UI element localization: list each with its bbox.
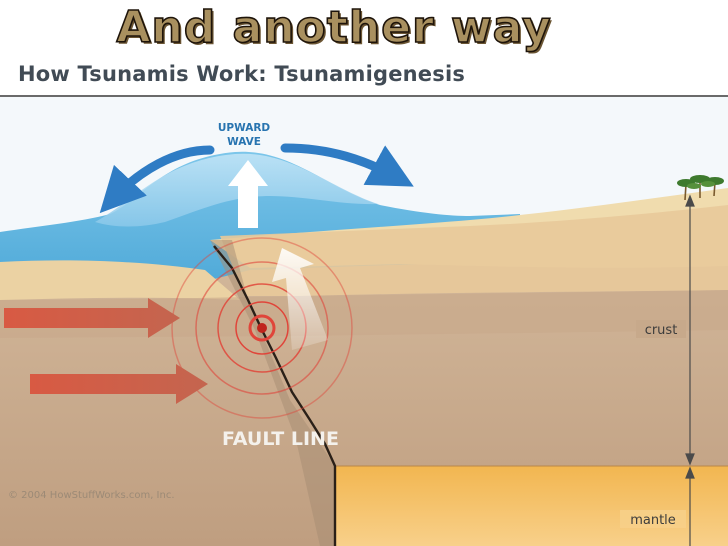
- strata-band: [0, 290, 728, 338]
- mantle-label: mantle: [630, 513, 676, 528]
- wave-arrow-right: [280, 143, 414, 187]
- depth-markers: [685, 194, 695, 546]
- diagram-title: How Tsunamis Work: Tsunamigenesis: [18, 62, 466, 86]
- uplift-arrow: [272, 248, 328, 350]
- push-arrow-upper: [4, 298, 180, 338]
- fault-block-edge: [210, 240, 335, 546]
- wave-crest: [95, 153, 378, 227]
- seafloor-left: [0, 260, 240, 300]
- upward-wave-label-line2: WAVE: [227, 136, 261, 148]
- quake-rings: [171, 237, 353, 419]
- palm-trees-icon: [677, 175, 724, 201]
- epicenter: [257, 323, 267, 333]
- crust-label: crust: [645, 323, 678, 338]
- upward-wave-label-line1: UPWARD: [218, 122, 271, 134]
- fault-line-label: FAULT LINE: [222, 428, 339, 450]
- mantle: [335, 466, 728, 546]
- push-arrow-lower: [30, 364, 208, 404]
- title-divider: [0, 95, 728, 97]
- copyright-text: © 2004 HowStuffWorks.com, Inc.: [8, 490, 175, 501]
- fault-line: [213, 245, 337, 546]
- seafloor-right: [220, 205, 728, 296]
- slide-title: And another way: [116, 1, 552, 54]
- upward-arrow: [228, 160, 268, 228]
- wave-arrow-left: [99, 145, 215, 214]
